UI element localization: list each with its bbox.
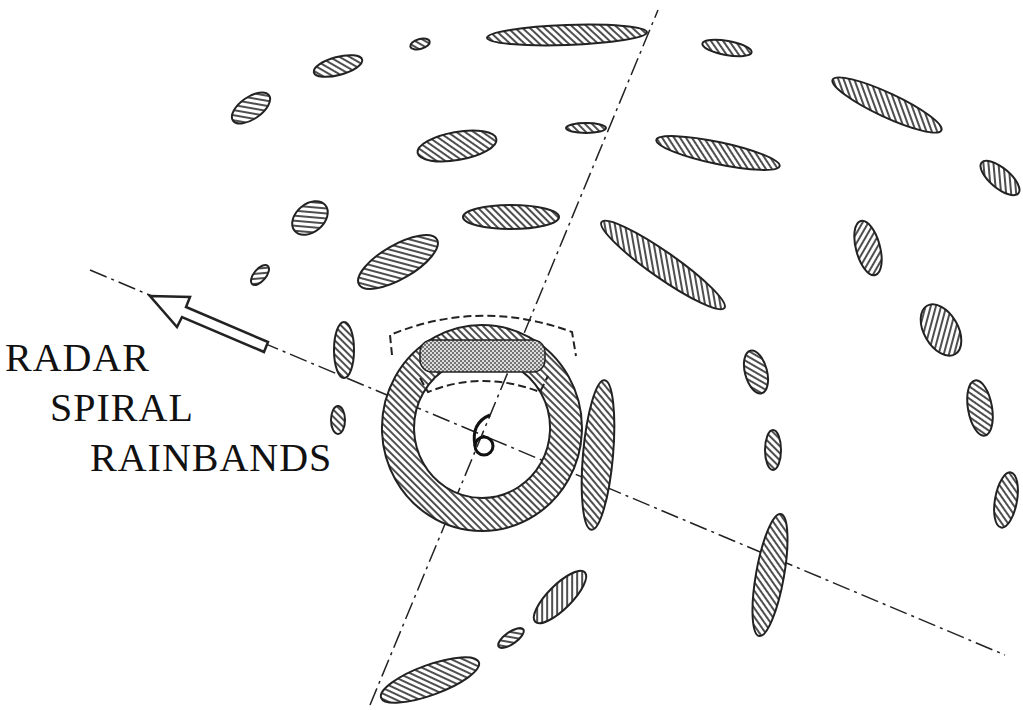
caption-label: RAINBANDS [90,438,332,478]
caption-label: SPIRAL [50,388,194,428]
eye-wall [382,325,582,531]
hurricane-symbol [474,415,493,455]
rainband [227,22,1023,710]
motion-arrow [150,296,268,352]
dashed-sector [390,316,576,392]
intense-echo [420,340,545,372]
caption-label: RADAR [5,338,150,378]
track-axis [90,10,1005,705]
